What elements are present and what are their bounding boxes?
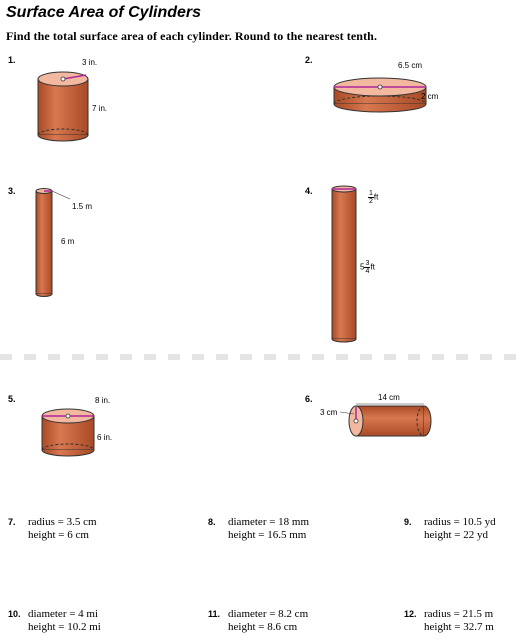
dimension-label: 14 cm bbox=[378, 393, 400, 402]
cylinder-2 bbox=[333, 77, 427, 113]
problem-number: 1. bbox=[8, 55, 16, 65]
dimension-label: 2 cm bbox=[421, 92, 439, 101]
dimension-label: 1.5 m bbox=[72, 202, 93, 211]
dimension-label: 6 in. bbox=[97, 433, 113, 442]
cylinder-1 bbox=[37, 71, 89, 142]
problem-number: 5. bbox=[8, 394, 16, 404]
problem-number: 4. bbox=[305, 186, 313, 196]
problem-number: 2. bbox=[305, 55, 313, 65]
cylinder-6 bbox=[339, 403, 432, 437]
dimension-label: 3 in. bbox=[82, 58, 98, 67]
dimension-label: 8 in. bbox=[95, 396, 111, 405]
problem-number: 6. bbox=[305, 394, 313, 404]
worksheet-title: Surface Area of Cylinders bbox=[6, 4, 202, 21]
text-problem: 11.diameter = 8.2 cm height = 8.6 cm bbox=[208, 608, 309, 633]
cylinder-5 bbox=[41, 408, 95, 457]
dimension-label: 6 m bbox=[61, 237, 75, 246]
text-problem: 8.diameter = 18 mm height = 16.5 mm bbox=[208, 516, 310, 541]
dimension-label: 6.5 cm bbox=[398, 61, 423, 70]
worksheet-instructions: Find the total surface area of each cyli… bbox=[6, 29, 378, 43]
text-problem: 10.diameter = 4 mi height = 10.2 mi bbox=[8, 608, 101, 633]
text-problem: 9.radius = 10.5 yd height = 22 yd bbox=[404, 516, 496, 541]
dimension-label: 7 in. bbox=[92, 104, 108, 113]
text-problem: 12.radius = 21.5 m height = 32.7 m bbox=[404, 608, 494, 633]
dimension-label: 3 cm bbox=[320, 408, 338, 417]
cylinder-3 bbox=[35, 188, 71, 297]
cylinder-4 bbox=[331, 185, 357, 343]
text-problem: 7.radius = 3.5 cm height = 6 cm bbox=[8, 516, 97, 541]
problem-number: 3. bbox=[8, 186, 16, 196]
